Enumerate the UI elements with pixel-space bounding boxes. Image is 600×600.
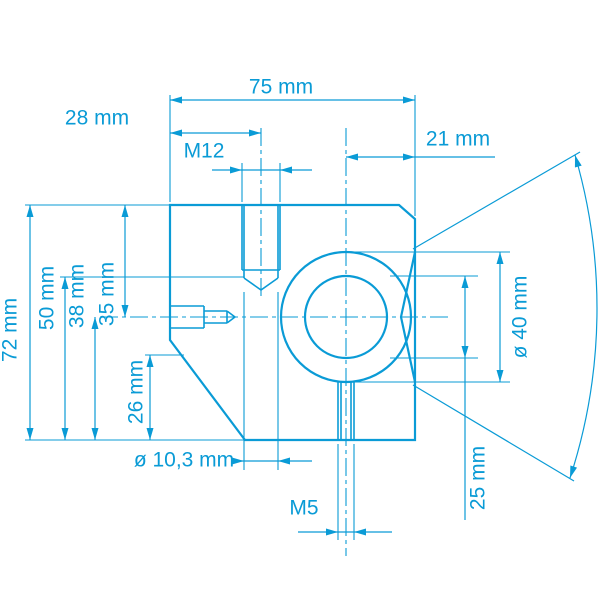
dim-35mm-label: 35 mm <box>96 262 119 326</box>
m5-threaded-hole <box>337 382 355 440</box>
dim-72mm-label: 72 mm <box>0 298 22 362</box>
dimension-38mm: 38 mm <box>66 264 99 440</box>
dimension-50mm: 50 mm <box>36 266 69 440</box>
dim-m5-label: M5 <box>289 497 318 520</box>
dimension-m5: M5 <box>289 497 392 536</box>
dimension-21mm: 21 mm <box>346 128 495 161</box>
dimension-35mm: 35 mm <box>96 205 129 326</box>
dimension-28mm: 28 mm <box>65 107 261 137</box>
part-body <box>168 203 417 442</box>
dimension-25mm: 25 mm <box>461 276 490 520</box>
dimension-m12: M12 <box>184 140 312 174</box>
dimension-10-3mm: ø 10,3 mm <box>134 449 312 472</box>
fan-line-upper <box>412 151 581 250</box>
dimension-40mm: ø 40 mm <box>496 252 532 382</box>
dim-26mm-label: 26 mm <box>125 360 148 424</box>
dimension-72mm: 72 mm <box>0 205 34 440</box>
dim-21mm-label: 21 mm <box>426 128 490 151</box>
dim-m12-label: M12 <box>184 140 225 163</box>
dim-25mm-label: 25 mm <box>467 446 490 510</box>
extension-lines <box>25 95 510 540</box>
dim-50mm-label: 50 mm <box>36 266 59 330</box>
dim-38mm-label: 38 mm <box>66 264 89 328</box>
dim-28mm-label: 28 mm <box>65 107 129 130</box>
swivel-arc <box>569 154 598 479</box>
dimension-26mm: 26 mm <box>125 355 154 440</box>
dimension-75mm: 75 mm <box>170 76 415 104</box>
centerlines <box>100 128 448 556</box>
dim-75mm-label: 75 mm <box>249 76 313 99</box>
fan-line-lower <box>412 384 575 482</box>
swivel-range-indicator <box>412 151 598 482</box>
dim-10-3mm-label: ø 10,3 mm <box>134 449 234 472</box>
dim-40mm-label: ø 40 mm <box>509 276 532 359</box>
side-hole <box>170 305 237 329</box>
m12-threaded-hole <box>241 205 281 291</box>
